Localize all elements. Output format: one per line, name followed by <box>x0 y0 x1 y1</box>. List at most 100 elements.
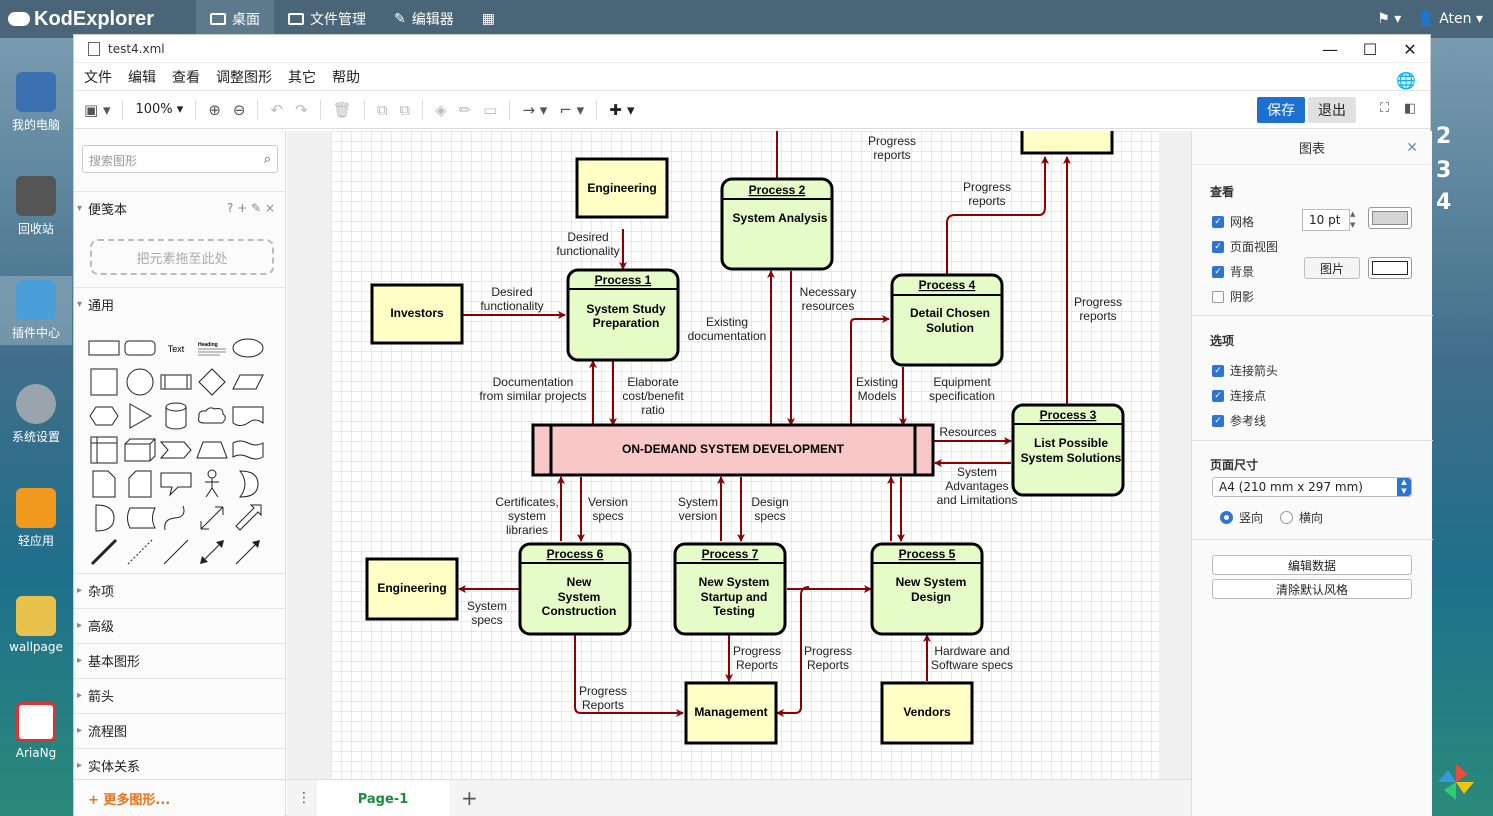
shape-search-input[interactable]: 搜索图形⌕ <box>82 145 278 173</box>
square-shape[interactable] <box>86 365 122 399</box>
close-icon[interactable]: ✕ <box>1406 139 1418 156</box>
zoom-out-icon[interactable]: ⊖ <box>232 100 246 119</box>
connector[interactable] <box>574 635 684 717</box>
tab-file-manager[interactable]: 文件管理 <box>274 0 380 38</box>
desktop-icon-ariang[interactable]: AriaNg <box>0 702 72 760</box>
grid-color-button[interactable] <box>1368 207 1412 229</box>
cloud-shape[interactable] <box>194 399 230 433</box>
portrait-radio[interactable]: 竖向 <box>1220 509 1263 526</box>
waypoints-icon[interactable]: ⌐ ▾ <box>559 100 585 119</box>
or-shape[interactable] <box>230 467 266 501</box>
to-front-icon[interactable]: ⧉ <box>376 100 388 119</box>
callout-shape[interactable] <box>158 467 194 501</box>
top-entity-box[interactable] <box>1020 131 1114 155</box>
add-page-icon[interactable]: + <box>461 786 478 810</box>
connector[interactable] <box>776 586 810 717</box>
page-menu-icon[interactable]: ⋮ <box>297 790 311 806</box>
rectangle-shape[interactable] <box>86 331 122 365</box>
cube-shape[interactable] <box>122 433 158 467</box>
apps-grid-button[interactable]: ▦ <box>468 0 509 38</box>
desktop-icon-plugins[interactable]: 插件中心 <box>0 276 72 345</box>
step-shape[interactable] <box>158 433 194 467</box>
delay-shape[interactable] <box>86 501 122 535</box>
section-entity-relation[interactable]: 实体关系 <box>74 748 285 782</box>
section-advanced[interactable]: 高级 <box>74 608 285 642</box>
clear-default-style-button[interactable]: 清除默认风格 <box>1212 579 1412 599</box>
ellipse-shape[interactable] <box>230 331 266 365</box>
connection-points-checkbox[interactable]: ✓连接点 <box>1212 387 1266 404</box>
connector[interactable] <box>850 315 890 425</box>
connection-arrows-checkbox[interactable]: ✓连接箭头 <box>1212 362 1278 379</box>
triangle-shape[interactable] <box>122 399 158 433</box>
hexagon-shape[interactable] <box>86 399 122 433</box>
process-shape[interactable] <box>158 365 194 399</box>
delete-icon[interactable]: 🗑 <box>332 100 352 119</box>
desktop-icon-computer[interactable]: 我的电脑 <box>0 72 72 133</box>
background-checkbox[interactable]: ✓背景 <box>1212 263 1254 280</box>
scratchpad-dropzone[interactable]: 把元素拖至此处 <box>90 239 274 275</box>
bidirectional-arrow-shape[interactable] <box>194 501 230 535</box>
more-shapes-button[interactable]: + 更多图形... <box>74 779 285 816</box>
entity-management[interactable]: Management <box>684 681 778 745</box>
line-shape[interactable] <box>158 535 194 569</box>
flag-icon[interactable]: ⚑ ▾ <box>1377 11 1402 27</box>
menu-help[interactable]: 帮助 <box>332 69 360 86</box>
fill-color-icon[interactable]: ◈ <box>435 100 447 119</box>
grid-size-stepper[interactable]: ▲▼ <box>1350 210 1356 229</box>
text-shape[interactable]: Text <box>158 331 194 365</box>
entity-engineering-top[interactable]: Engineering <box>575 157 669 219</box>
format-panel-icon[interactable]: ◧ <box>1404 101 1417 116</box>
language-globe-icon[interactable]: 🌐 <box>1396 71 1416 90</box>
section-arrows[interactable]: 箭头 <box>74 678 285 712</box>
circle-shape[interactable] <box>122 365 158 399</box>
note-shape[interactable] <box>86 467 122 501</box>
page-tab[interactable]: Page-1 <box>317 780 449 816</box>
to-back-icon[interactable]: ⧉ <box>399 100 411 119</box>
minimize-button[interactable]: — <box>1322 39 1338 59</box>
entity-investors[interactable]: Investors <box>370 283 464 345</box>
page-size-select[interactable]: A4 (210 mm x 297 mm)▲▼ <box>1212 477 1412 497</box>
grid-checkbox[interactable]: ✓网格 <box>1212 213 1254 230</box>
undo-icon[interactable]: ↶ <box>270 100 284 119</box>
bidirectional-connector-shape[interactable] <box>194 535 230 569</box>
tab-desktop[interactable]: 桌面 <box>196 0 274 38</box>
background-image-button[interactable]: 图片 <box>1304 257 1360 279</box>
section-general[interactable]: 通用 <box>74 287 285 321</box>
fullscreen-icon[interactable]: ⛶ <box>1380 101 1390 116</box>
edit-data-button[interactable]: 编辑数据 <box>1212 555 1412 575</box>
directional-connector-shape[interactable] <box>230 535 266 569</box>
maximize-button[interactable]: ☐ <box>1362 39 1378 59</box>
entity-vendors[interactable]: Vendors <box>880 681 974 745</box>
search-icon[interactable]: ⌕ <box>263 152 271 167</box>
desktop-icon-recycle[interactable]: 回收站 <box>0 176 72 237</box>
exit-button[interactable]: 退出 <box>1308 97 1356 123</box>
diagram-page[interactable]: Engineering Investors Engineering Manage… <box>331 131 1159 779</box>
save-button[interactable]: 保存 <box>1257 97 1305 123</box>
landscape-radio[interactable]: 横向 <box>1280 509 1323 526</box>
shadow-checkbox[interactable]: 阴影 <box>1212 288 1254 305</box>
diamond-shape[interactable] <box>194 365 230 399</box>
data-storage-shape[interactable] <box>122 501 158 535</box>
card-shape[interactable] <box>122 467 158 501</box>
central-process[interactable]: ON-DEMAND SYSTEM DEVELOPMENT <box>531 423 935 477</box>
section-scratchpad[interactable]: 便笺本 <box>74 191 285 225</box>
page-view-checkbox[interactable]: ✓页面视图 <box>1212 238 1278 255</box>
canvas-area[interactable]: Engineering Investors Engineering Manage… <box>287 131 1191 779</box>
shadow-icon[interactable]: ▭ <box>483 100 498 119</box>
dashed-line-shape[interactable] <box>122 535 158 569</box>
grid-size-input[interactable]: 10 pt <box>1302 209 1350 231</box>
actor-shape[interactable] <box>194 467 230 501</box>
guides-checkbox[interactable]: ✓参考线 <box>1212 412 1266 429</box>
connector[interactable] <box>946 156 1049 275</box>
menu-arrange[interactable]: 调整图形 <box>216 69 272 86</box>
menu-view[interactable]: 查看 <box>172 69 200 86</box>
arrow-shape[interactable] <box>230 501 266 535</box>
thick-line-shape[interactable] <box>86 535 122 569</box>
heading-shape[interactable]: Heading <box>194 331 230 365</box>
internal-storage-shape[interactable] <box>86 433 122 467</box>
